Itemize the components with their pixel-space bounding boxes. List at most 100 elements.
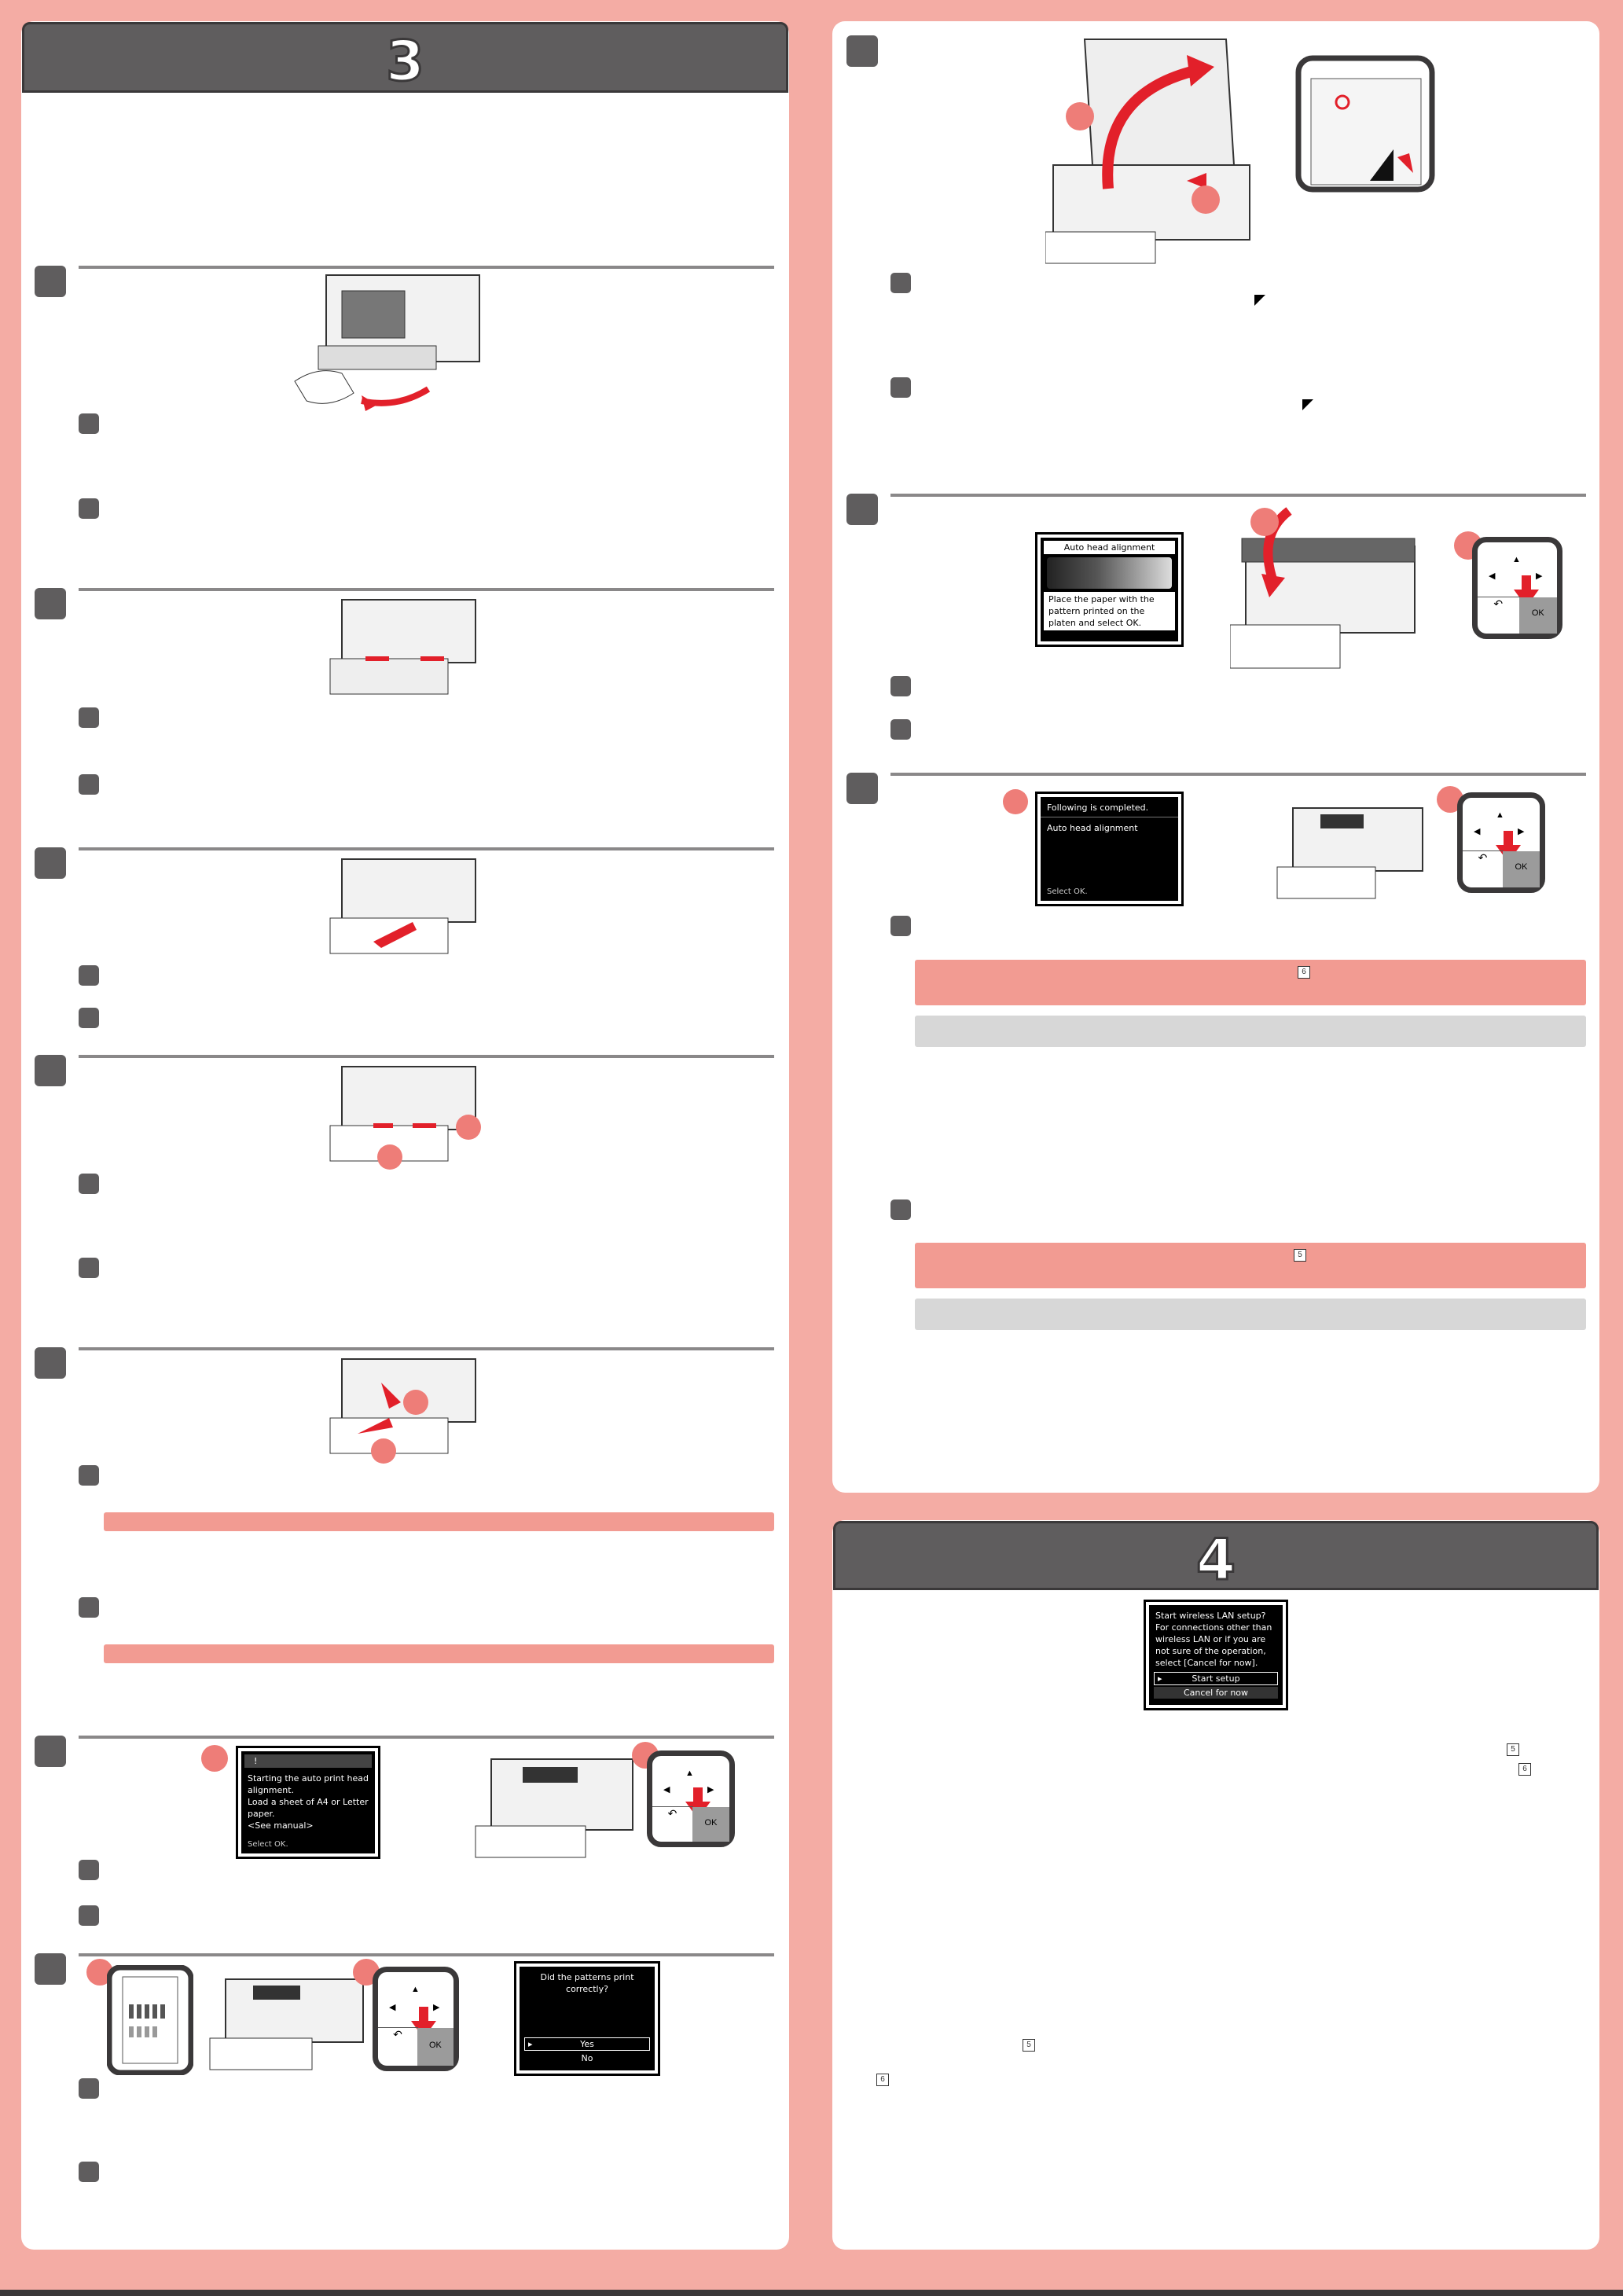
option-start-setup[interactable]: Start setup (1154, 1672, 1278, 1685)
control-panel-keypad-2[interactable]: ▲ ◀ ▶ ↶ OK (373, 1967, 459, 2071)
page-5-ref-icon-2: 5 (1507, 1743, 1519, 1756)
lcd-wireless-lan-screen: Start wireless LAN setup? For connection… (1144, 1600, 1288, 1710)
control-panel-keypad-4[interactable]: ▲ ◀ ▶ ↶ OK (1457, 792, 1545, 893)
step-1-marker (35, 266, 66, 297)
lcd-following-completed-header: Following is completed. (1041, 797, 1178, 817)
step-6a-marker (79, 1860, 99, 1880)
platen-corner-detail-illustration (1295, 55, 1435, 193)
ok-label: OK (704, 1818, 718, 1828)
option-no[interactable]: No (581, 2053, 593, 2063)
right-arrow-icon: ▶ (433, 2003, 440, 2012)
callout-j (1192, 186, 1220, 214)
press-ok-arrow-stem (1504, 831, 1513, 847)
up-arrow-icon: ▲ (685, 1769, 694, 1778)
printer-open-scanner-illustration (1045, 39, 1250, 264)
step-5b-note-bar (104, 1644, 774, 1663)
step-2-marker (35, 588, 66, 619)
lcd-auto-head-title: Auto head alignment (1044, 541, 1175, 554)
callout-a (456, 1115, 481, 1140)
ok-label: OK (429, 2041, 442, 2051)
option-cancel-for-now[interactable]: Cancel for now (1154, 1687, 1278, 1699)
step-1a-marker (79, 413, 99, 434)
step-1-divider (79, 266, 774, 269)
page-5-ref-icon: 5 (1294, 1249, 1306, 1262)
step-7-marker (35, 1953, 66, 1985)
step-4-marker (35, 1055, 66, 1086)
callout-k (1250, 508, 1279, 536)
lcd-wireless-lan-body: Start wireless LAN setup? For connection… (1155, 1611, 1272, 1668)
section-4-banner: 4 (833, 1521, 1599, 1594)
lcd-auto-head-alignment-screen: Auto head alignment Place the paper with… (1035, 532, 1184, 647)
step-6-marker (35, 1736, 66, 1767)
step-5a-note-bar (104, 1512, 774, 1531)
step-10b-info-bar (915, 1299, 1586, 1330)
left-arrow-icon: ◀ (1489, 571, 1496, 581)
step-7-divider (79, 1953, 774, 1956)
up-arrow-icon: ▲ (1496, 810, 1504, 820)
step-8b-marker (890, 377, 911, 398)
callout-m (1003, 789, 1028, 814)
step-6-divider (79, 1736, 774, 1739)
lcd-starting-alignment-body: Starting the auto print head alignment. … (248, 1773, 369, 1831)
step-10b-note-bar (915, 1243, 1586, 1288)
ok-label: OK (1531, 608, 1544, 618)
step-7a-marker (79, 2078, 99, 2099)
step-10-marker (846, 773, 878, 804)
back-button[interactable]: ↶ (1478, 596, 1520, 634)
back-button[interactable]: ↶ (378, 2027, 418, 2066)
callout-e (201, 1745, 228, 1772)
back-icon: ↶ (1478, 851, 1488, 865)
step-5b-marker (79, 1597, 99, 1618)
back-icon: ↶ (667, 1807, 677, 1820)
corner-mark-icon-2 (1302, 399, 1313, 410)
bottom-edge-strip (0, 2290, 1623, 2296)
lcd-auto-head-body: Place the paper with the pattern printed… (1044, 592, 1175, 630)
back-button[interactable]: ↶ (652, 1806, 693, 1842)
lcd-starting-alignment-screen: ! Starting the auto print head alignment… (236, 1746, 380, 1859)
step-8a-marker (890, 273, 911, 293)
press-ok-arrow-stem (1522, 575, 1531, 591)
lcd-platen-image (1047, 557, 1172, 589)
step-6b-marker (79, 1905, 99, 1926)
corner-mark-icon (1254, 295, 1265, 306)
option-yes[interactable]: Yes (524, 2037, 650, 2051)
back-icon: ↶ (393, 2028, 402, 2041)
lcd-patterns-question: Did the patterns print correctly? (540, 1972, 634, 1994)
lcd-select-ok-footer: Select OK. (248, 1840, 288, 1849)
callout-d (371, 1438, 396, 1464)
printer-open-tray-illustration (294, 274, 480, 411)
ok-button[interactable]: OK (417, 2028, 453, 2066)
ok-button[interactable]: OK (1502, 851, 1540, 887)
ok-button[interactable]: OK (1518, 597, 1557, 634)
printer-close-scanner-illustration (1230, 507, 1416, 669)
step-8-marker (846, 35, 878, 67)
step-9-marker (846, 494, 878, 525)
step-4-divider (79, 1055, 774, 1058)
printer-adjust-guides-illustration (329, 1066, 476, 1162)
control-panel-keypad[interactable]: ▲ ◀ ▶ ↶ OK (647, 1750, 735, 1847)
back-button[interactable]: ↶ (1463, 850, 1504, 887)
page-6-ref-icon-2: 6 (1518, 1763, 1531, 1776)
step-3-marker (35, 847, 66, 879)
lcd-following-completed-body: Auto head alignment (1047, 823, 1138, 833)
step-10-divider (890, 773, 1586, 776)
ok-label: OK (1515, 862, 1528, 872)
step-3b-marker (79, 1008, 99, 1028)
step-9-divider (890, 494, 1586, 497)
printer-output-illustration (209, 1978, 364, 2070)
lcd-following-completed-screen: Following is completed. Auto head alignm… (1035, 792, 1184, 906)
printer-load-paper-illustration (329, 858, 476, 954)
step-4b-marker (79, 1258, 99, 1278)
step-3-divider (79, 847, 774, 850)
up-arrow-icon: ▲ (411, 1985, 420, 1994)
step-2a-marker (79, 707, 99, 728)
section-3-banner: 3 (22, 22, 788, 95)
step-9a-marker (890, 676, 911, 696)
ok-button[interactable]: OK (692, 1807, 729, 1842)
control-panel-keypad-3[interactable]: ▲ ◀ ▶ ↶ OK (1472, 537, 1562, 639)
step-2-divider (79, 588, 774, 591)
step-3a-marker (79, 965, 99, 986)
step-1b-marker (79, 498, 99, 519)
left-arrow-icon: ◀ (663, 1785, 670, 1795)
left-arrow-icon: ◀ (389, 2003, 396, 2012)
